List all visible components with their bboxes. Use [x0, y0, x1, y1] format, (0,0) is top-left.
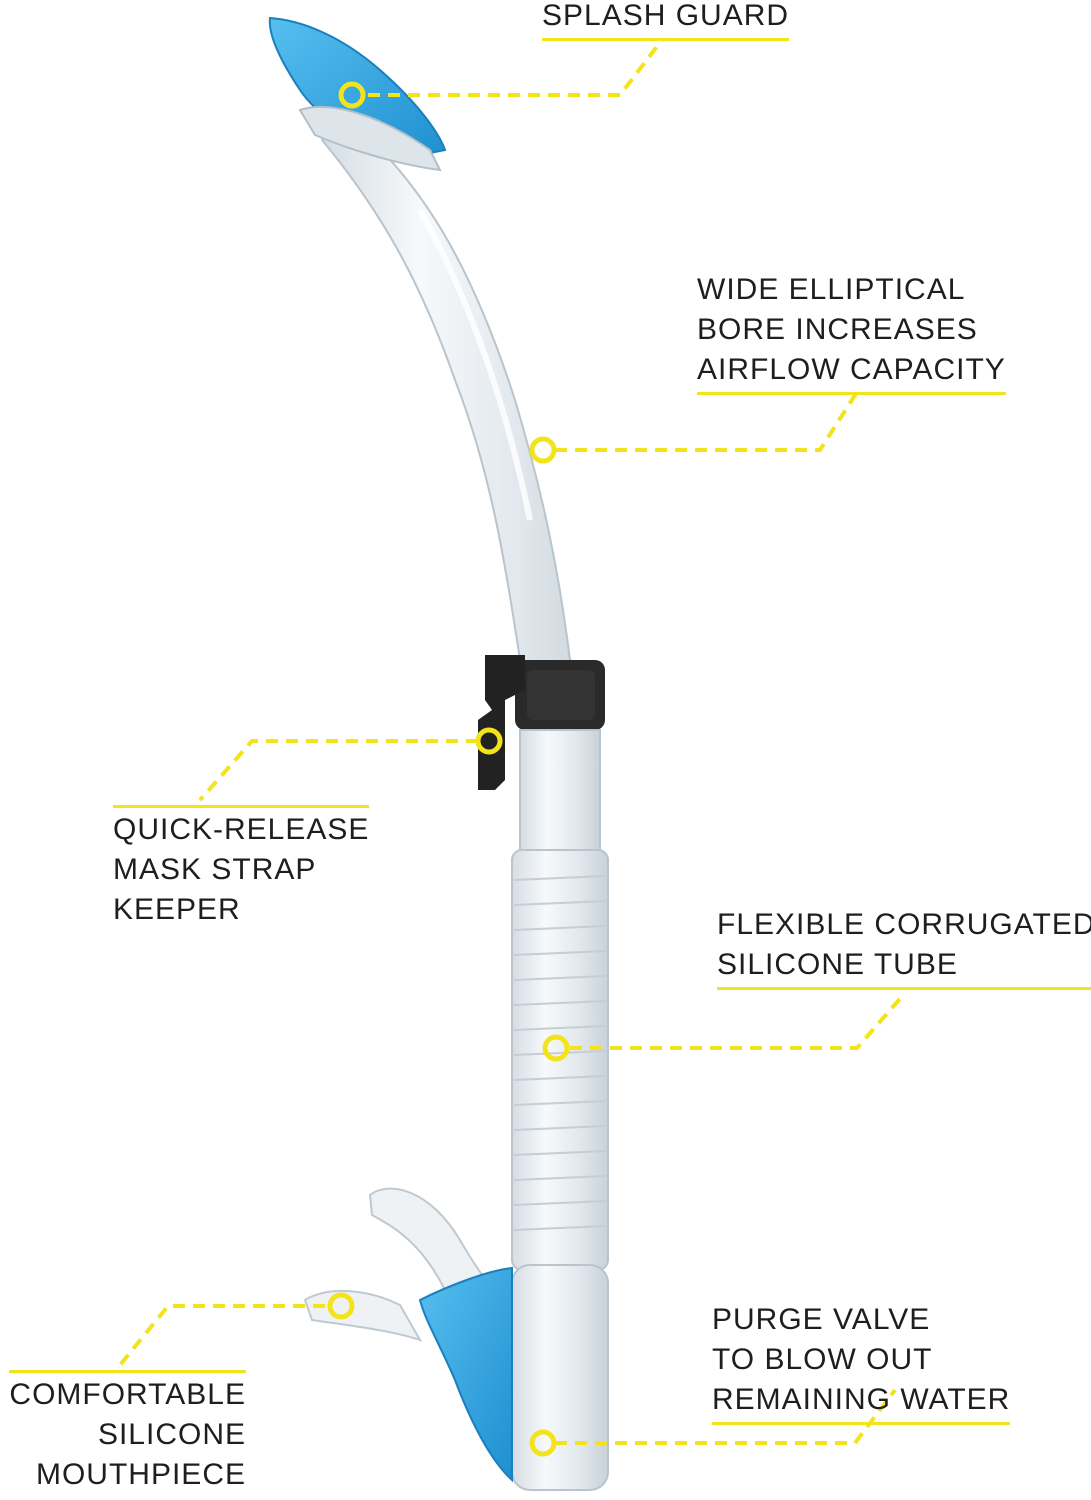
callout-line-bore [555, 390, 859, 452]
callout-ring-keeper [475, 727, 503, 755]
label-line: TO BLOW OUT [712, 1343, 933, 1376]
strap-clip-arm [478, 655, 525, 790]
label-splash-guard: SPLASH GUARD [542, 0, 790, 41]
purge-chamber [511, 1264, 609, 1491]
callout-line-purge [555, 1388, 897, 1445]
callout-line-splash [368, 38, 664, 97]
label-line: SPLASH GUARD [542, 0, 790, 41]
label-line: KEEPER [113, 893, 241, 926]
curved-tube [320, 113, 601, 701]
label-elliptical-bore: WIDE ELLIPTICAL BORE INCREASES AIRFLOW C… [697, 270, 1006, 395]
callout-line-mouth [118, 1304, 325, 1367]
label-mouthpiece: COMFORTABLE SILICONE MOUTHPIECE [9, 1370, 246, 1495]
mouthpiece-blue-base [418, 1266, 513, 1483]
callout-line-keeper [198, 739, 478, 802]
callout-ring-splash [338, 81, 366, 109]
callout-line-tube [570, 991, 907, 1050]
label-line: AIRFLOW CAPACITY [697, 350, 1006, 395]
straight-tube [519, 729, 601, 851]
label-line: REMAINING WATER [712, 1380, 1011, 1425]
label-corrugated-tube: FLEXIBLE CORRUGATED SILICONE TUBE [717, 905, 1091, 990]
callout-ring-purge [529, 1429, 557, 1457]
splash-guard-shape [268, 16, 447, 162]
label-purge-valve: PURGE VALVE TO BLOW OUT REMAINING WATER [712, 1300, 1011, 1425]
label-line: QUICK-RELEASE [113, 805, 370, 850]
label-strap-keeper: QUICK-RELEASE MASK STRAP KEEPER [113, 805, 370, 930]
callout-ring-mouth [327, 1292, 355, 1320]
label-line: MOUTHPIECE [35, 1458, 246, 1491]
label-line: FLEXIBLE CORRUGATED [717, 908, 1091, 941]
label-line: SILICONE TUBE [717, 945, 1091, 990]
label-line: WIDE ELLIPTICAL [697, 273, 966, 306]
label-line: BORE INCREASES [697, 313, 978, 346]
callout-rings [327, 81, 570, 1457]
label-line: MASK STRAP [113, 853, 317, 886]
label-line: COMFORTABLE [9, 1370, 246, 1415]
callout-ring-bore [529, 436, 557, 464]
callout-ring-tube [542, 1034, 570, 1062]
label-line: SILICONE [97, 1418, 246, 1451]
label-line: PURGE VALVE [712, 1303, 931, 1336]
corrugation-ridges [513, 875, 607, 1231]
callout-lines [118, 38, 907, 1445]
